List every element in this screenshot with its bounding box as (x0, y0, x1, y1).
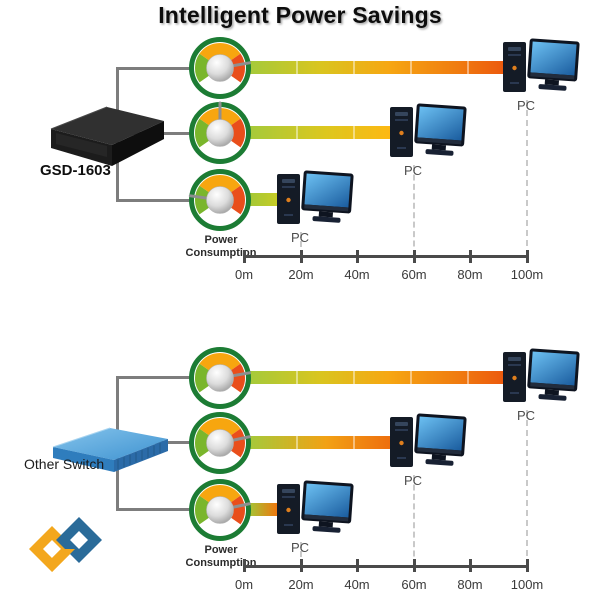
ruler-label-100m: 100m (510, 577, 544, 592)
ruler-tick (469, 559, 472, 572)
ruler-label-20m: 20m (288, 267, 314, 282)
dashed-guide-60m (413, 165, 415, 256)
ruler-tick (356, 559, 359, 572)
power-gauge-icon-high (188, 411, 252, 475)
power-gauge-icon-high (188, 346, 252, 410)
ruler-tick (413, 250, 416, 263)
gauge-caption: Power Consumption (176, 544, 266, 570)
power-cable-bar-20m (248, 503, 277, 516)
power-cable-bar-20m (248, 193, 277, 206)
pc-label: PC (290, 230, 310, 245)
other-switch-icon (50, 424, 172, 483)
ruler-label-40m: 40m (344, 577, 370, 592)
gsd-1603-switch-icon (48, 102, 170, 173)
pc-icon-20m (276, 170, 356, 228)
ruler-label-60m: 60m (401, 267, 427, 282)
power-cable-bar-60m (248, 436, 390, 449)
distance-ruler (244, 565, 529, 568)
pc-label: PC (516, 408, 536, 423)
planet-logo-icon (28, 508, 108, 586)
power-cable-bar-100m (248, 61, 503, 74)
dashed-guide-100m (526, 410, 528, 566)
power-cable-bar-100m (248, 371, 503, 384)
pc-label: PC (403, 163, 423, 178)
power-gauge-icon-medium (188, 101, 252, 165)
device-label: GSD-1603 (40, 162, 111, 179)
distance-ruler (244, 255, 529, 258)
dashed-guide-60m (413, 475, 415, 566)
gauge-caption: Power Consumption (176, 234, 266, 260)
ruler-label-20m: 20m (288, 577, 314, 592)
gauge-caption-line2: Consumption (185, 247, 257, 260)
ruler-tick (413, 559, 416, 572)
ruler-label-0m: 0m (234, 267, 254, 282)
ruler-label-60m: 60m (401, 577, 427, 592)
power-cable-bar-60m (248, 126, 390, 139)
ruler-tick (469, 250, 472, 263)
gauge-caption-line1: Power (204, 234, 238, 246)
device-label: Other Switch (24, 456, 105, 472)
ruler-tick (243, 250, 246, 263)
pc-icon-20m (276, 480, 356, 538)
power-gauge-icon-high (188, 36, 252, 100)
dashed-guide-100m (526, 100, 528, 256)
ruler-label-40m: 40m (344, 267, 370, 282)
branch-line-100m (116, 376, 194, 379)
pc-label: PC (290, 540, 310, 555)
pc-icon-100m (502, 348, 582, 406)
ruler-tick (526, 559, 529, 572)
branch-line-20m (116, 508, 194, 511)
ruler-tick (243, 559, 246, 572)
ruler-tick (526, 250, 529, 263)
diagram-title: Intelligent Power Savings (158, 2, 442, 28)
ruler-tick (300, 559, 303, 572)
pc-label: PC (403, 473, 423, 488)
ruler-label-80m: 80m (457, 267, 483, 282)
pc-icon-60m (389, 413, 469, 471)
pc-icon-100m (502, 38, 582, 96)
branch-line-100m (116, 67, 194, 70)
power-gauge-icon-low (188, 168, 252, 232)
gauge-caption-line1: Power (204, 544, 238, 556)
pc-label: PC (516, 98, 536, 113)
ruler-tick (300, 250, 303, 263)
dashed-guide-20m (300, 232, 302, 256)
dashed-guide-20m (300, 542, 302, 566)
pc-icon-60m (389, 103, 469, 161)
power-gauge-icon-high (188, 478, 252, 542)
ruler-tick (356, 250, 359, 263)
gauge-caption-line2: Consumption (185, 557, 257, 570)
ruler-label-0m: 0m (234, 577, 254, 592)
ruler-label-100m: 100m (510, 267, 544, 282)
branch-line-20m (116, 199, 194, 202)
ruler-label-80m: 80m (457, 577, 483, 592)
